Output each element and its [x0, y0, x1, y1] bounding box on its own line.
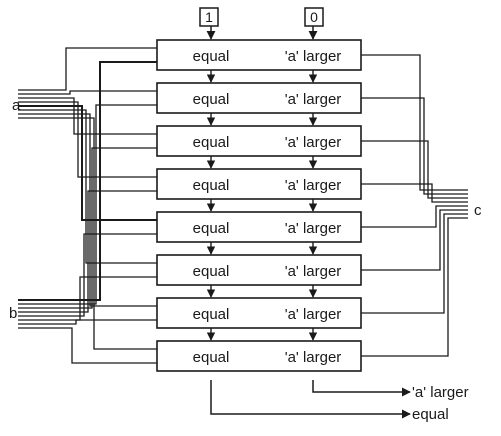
bus-a-wire	[18, 105, 157, 221]
bus-c-wire	[361, 140, 468, 199]
bus-label-c: c	[474, 202, 482, 219]
comparator-cell	[156, 297, 362, 329]
bus-c-wire	[361, 213, 468, 314]
bus-b-wire	[18, 61, 157, 301]
comparator-cell	[156, 254, 362, 286]
bus-a-wire	[18, 113, 157, 307]
bus-a-wire	[18, 117, 157, 350]
bus-a-wire	[18, 47, 157, 91]
bus-c-wire	[361, 54, 468, 191]
comparator-cell	[156, 340, 362, 372]
bus-b-wire	[18, 319, 157, 325]
cell-equal-label: equal	[193, 306, 230, 323]
comparator-cell	[156, 39, 362, 71]
cell-larger-label: 'a' larger	[285, 220, 342, 237]
output-a-larger-wire	[312, 380, 411, 397]
cell-equal-label: equal	[193, 220, 230, 237]
cell-larger-label: 'a' larger	[285, 306, 342, 323]
bus-c-wire	[361, 97, 468, 195]
bus-b-wire	[18, 327, 157, 364]
cell-larger-label: 'a' larger	[285, 349, 342, 366]
bus-a-wire	[18, 97, 157, 135]
bus-c-wire	[361, 183, 468, 203]
bus-label-b: b	[9, 305, 17, 322]
input-bit-box-right	[304, 7, 324, 27]
comparator-cell	[156, 211, 362, 243]
bus-b-wire	[18, 104, 157, 305]
bus-a-wire	[18, 109, 157, 264]
bus-b-wire	[18, 190, 157, 313]
output-equal-label: equal	[412, 406, 449, 423]
cell-equal-label: equal	[193, 263, 230, 280]
bus-c-wire	[361, 217, 468, 357]
cell-equal-label: equal	[193, 177, 230, 194]
bus-b-wire	[18, 233, 157, 317]
cell-larger-label: 'a' larger	[285, 263, 342, 280]
cell-equal-label: equal	[193, 48, 230, 65]
input-bit-left: 1	[205, 9, 213, 25]
cell-larger-label: 'a' larger	[285, 91, 342, 108]
comparator-cell	[156, 82, 362, 114]
bus-label-a: a	[12, 97, 21, 114]
input-bit-box-left	[199, 7, 219, 27]
cell-equal-label: equal	[193, 134, 230, 151]
comparator-cells: equal 'a' larger equal 'a' larger equal 'a' l…	[156, 39, 362, 372]
bus-a-wire	[18, 101, 157, 178]
bus-a-wire	[18, 90, 157, 95]
cell-equal-label: equal	[193, 91, 230, 108]
cell-larger-label: 'a' larger	[285, 134, 342, 151]
wiring	[18, 26, 468, 364]
cell-equal-label: equal	[193, 349, 230, 366]
output-equal-wire	[210, 380, 411, 419]
bus-b-wire	[18, 147, 157, 309]
output-a-larger-label: 'a' larger	[412, 384, 469, 401]
cell-larger-label: 'a' larger	[285, 177, 342, 194]
bus-c-wire	[361, 205, 468, 228]
cell-larger-label: 'a' larger	[285, 48, 342, 65]
input-bit-right: 0	[310, 9, 318, 25]
bus-c-wire	[361, 209, 468, 271]
bus-b-wire	[18, 276, 157, 321]
comparator-cell	[156, 125, 362, 157]
comparator-cell	[156, 168, 362, 200]
